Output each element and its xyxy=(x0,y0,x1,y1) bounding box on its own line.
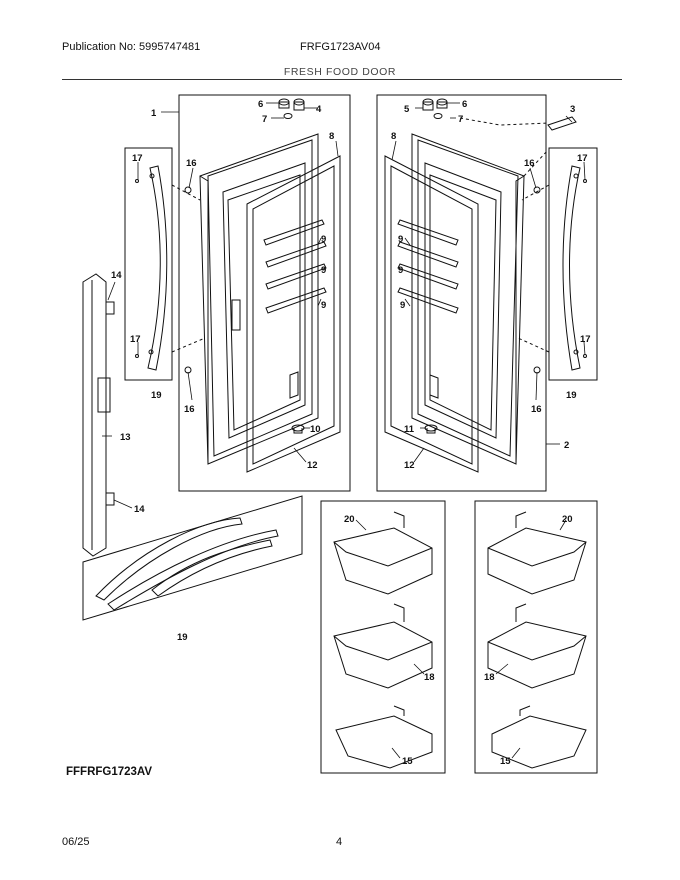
spare-handle-3 xyxy=(151,539,273,597)
left-door-handle xyxy=(147,165,168,371)
footer-date: 06/25 xyxy=(62,836,90,848)
callout-2: 2 xyxy=(564,440,569,451)
left-middle-bin xyxy=(333,603,433,689)
callout-12: 12 xyxy=(307,460,318,471)
left-bins-frame xyxy=(320,500,446,774)
left-handle-frame xyxy=(124,147,173,381)
callout-9: 9 xyxy=(398,234,403,245)
callout-7: 7 xyxy=(262,114,267,125)
callout-20: 20 xyxy=(562,514,573,525)
right-door-shelves xyxy=(397,219,459,314)
callout-8: 8 xyxy=(391,131,396,142)
page-number: 4 xyxy=(336,836,343,848)
left-plug-top xyxy=(184,186,192,194)
callout-14: 14 xyxy=(134,504,145,515)
callout-16: 16 xyxy=(186,158,197,169)
left-door-shelves xyxy=(263,219,327,314)
left-lower-bin xyxy=(335,705,433,769)
right-door-frame xyxy=(376,94,547,492)
section-title: FRESH FOOD DOOR xyxy=(283,66,397,78)
callout-17: 17 xyxy=(132,153,143,164)
callout-15: 15 xyxy=(500,756,511,767)
callout-7: 7 xyxy=(458,114,463,125)
spare-handle-1 xyxy=(95,517,243,601)
callout-19: 19 xyxy=(177,632,188,643)
right-leader-dashes xyxy=(459,117,549,177)
right-upper-bin xyxy=(487,511,587,595)
callout-10: 10 xyxy=(310,424,321,435)
callout-17: 17 xyxy=(577,153,588,164)
callout-9: 9 xyxy=(321,234,326,245)
callout-13: 13 xyxy=(120,432,131,443)
callout-9: 9 xyxy=(398,265,403,276)
callout-9: 9 xyxy=(321,265,326,276)
right-door-body xyxy=(411,133,525,465)
top-trim-piece xyxy=(547,116,577,131)
left-door-gasket xyxy=(246,155,341,473)
spare-handle-2 xyxy=(107,529,279,611)
callout-19: 19 xyxy=(151,390,162,401)
callout-16: 16 xyxy=(531,404,542,415)
footer-model-code: FFFRFG1723AV xyxy=(66,766,153,778)
right-door-handle xyxy=(562,165,581,371)
callout-1: 1 xyxy=(151,108,157,119)
callout-14: 14 xyxy=(111,270,122,281)
callout-9: 9 xyxy=(400,300,405,311)
right-bins-frame xyxy=(474,500,598,774)
callout-9: 9 xyxy=(321,300,326,311)
callout-leaders xyxy=(102,102,586,759)
door-side-trim xyxy=(82,273,107,557)
callout-11: 11 xyxy=(404,424,415,435)
callout-12: 12 xyxy=(404,460,415,471)
callout-19: 19 xyxy=(566,390,577,401)
callout-6: 6 xyxy=(462,99,467,110)
callout-16: 16 xyxy=(184,404,195,415)
callout-20: 20 xyxy=(344,514,355,525)
callout-15: 15 xyxy=(402,756,413,767)
left-upper-bin xyxy=(333,511,433,595)
callout-8: 8 xyxy=(329,131,334,142)
callout-17: 17 xyxy=(580,334,591,345)
header-rule xyxy=(62,79,622,80)
right-plug-top xyxy=(533,186,541,194)
publication-number: Publication No: 5995747481 xyxy=(62,41,201,53)
model-number: FRFG1723AV04 xyxy=(300,41,381,53)
right-middle-bin xyxy=(487,603,587,689)
callout-3: 3 xyxy=(570,104,575,115)
callout-4: 4 xyxy=(316,104,322,115)
callout-18: 18 xyxy=(424,672,435,683)
left-door-frame xyxy=(178,94,351,492)
callout-5: 5 xyxy=(404,104,410,115)
handles-box xyxy=(82,495,303,621)
callout-6: 6 xyxy=(258,99,263,110)
callout-18: 18 xyxy=(484,672,495,683)
middle-bracket xyxy=(97,377,111,413)
callout-16: 16 xyxy=(524,158,535,169)
upper-bracket xyxy=(105,301,115,315)
right-door-gasket xyxy=(384,155,479,473)
right-handle-frame xyxy=(548,147,598,381)
left-door-body xyxy=(199,133,319,465)
callout-17: 17 xyxy=(130,334,141,345)
lower-bracket xyxy=(105,492,115,506)
right-lower-bin xyxy=(491,705,587,769)
